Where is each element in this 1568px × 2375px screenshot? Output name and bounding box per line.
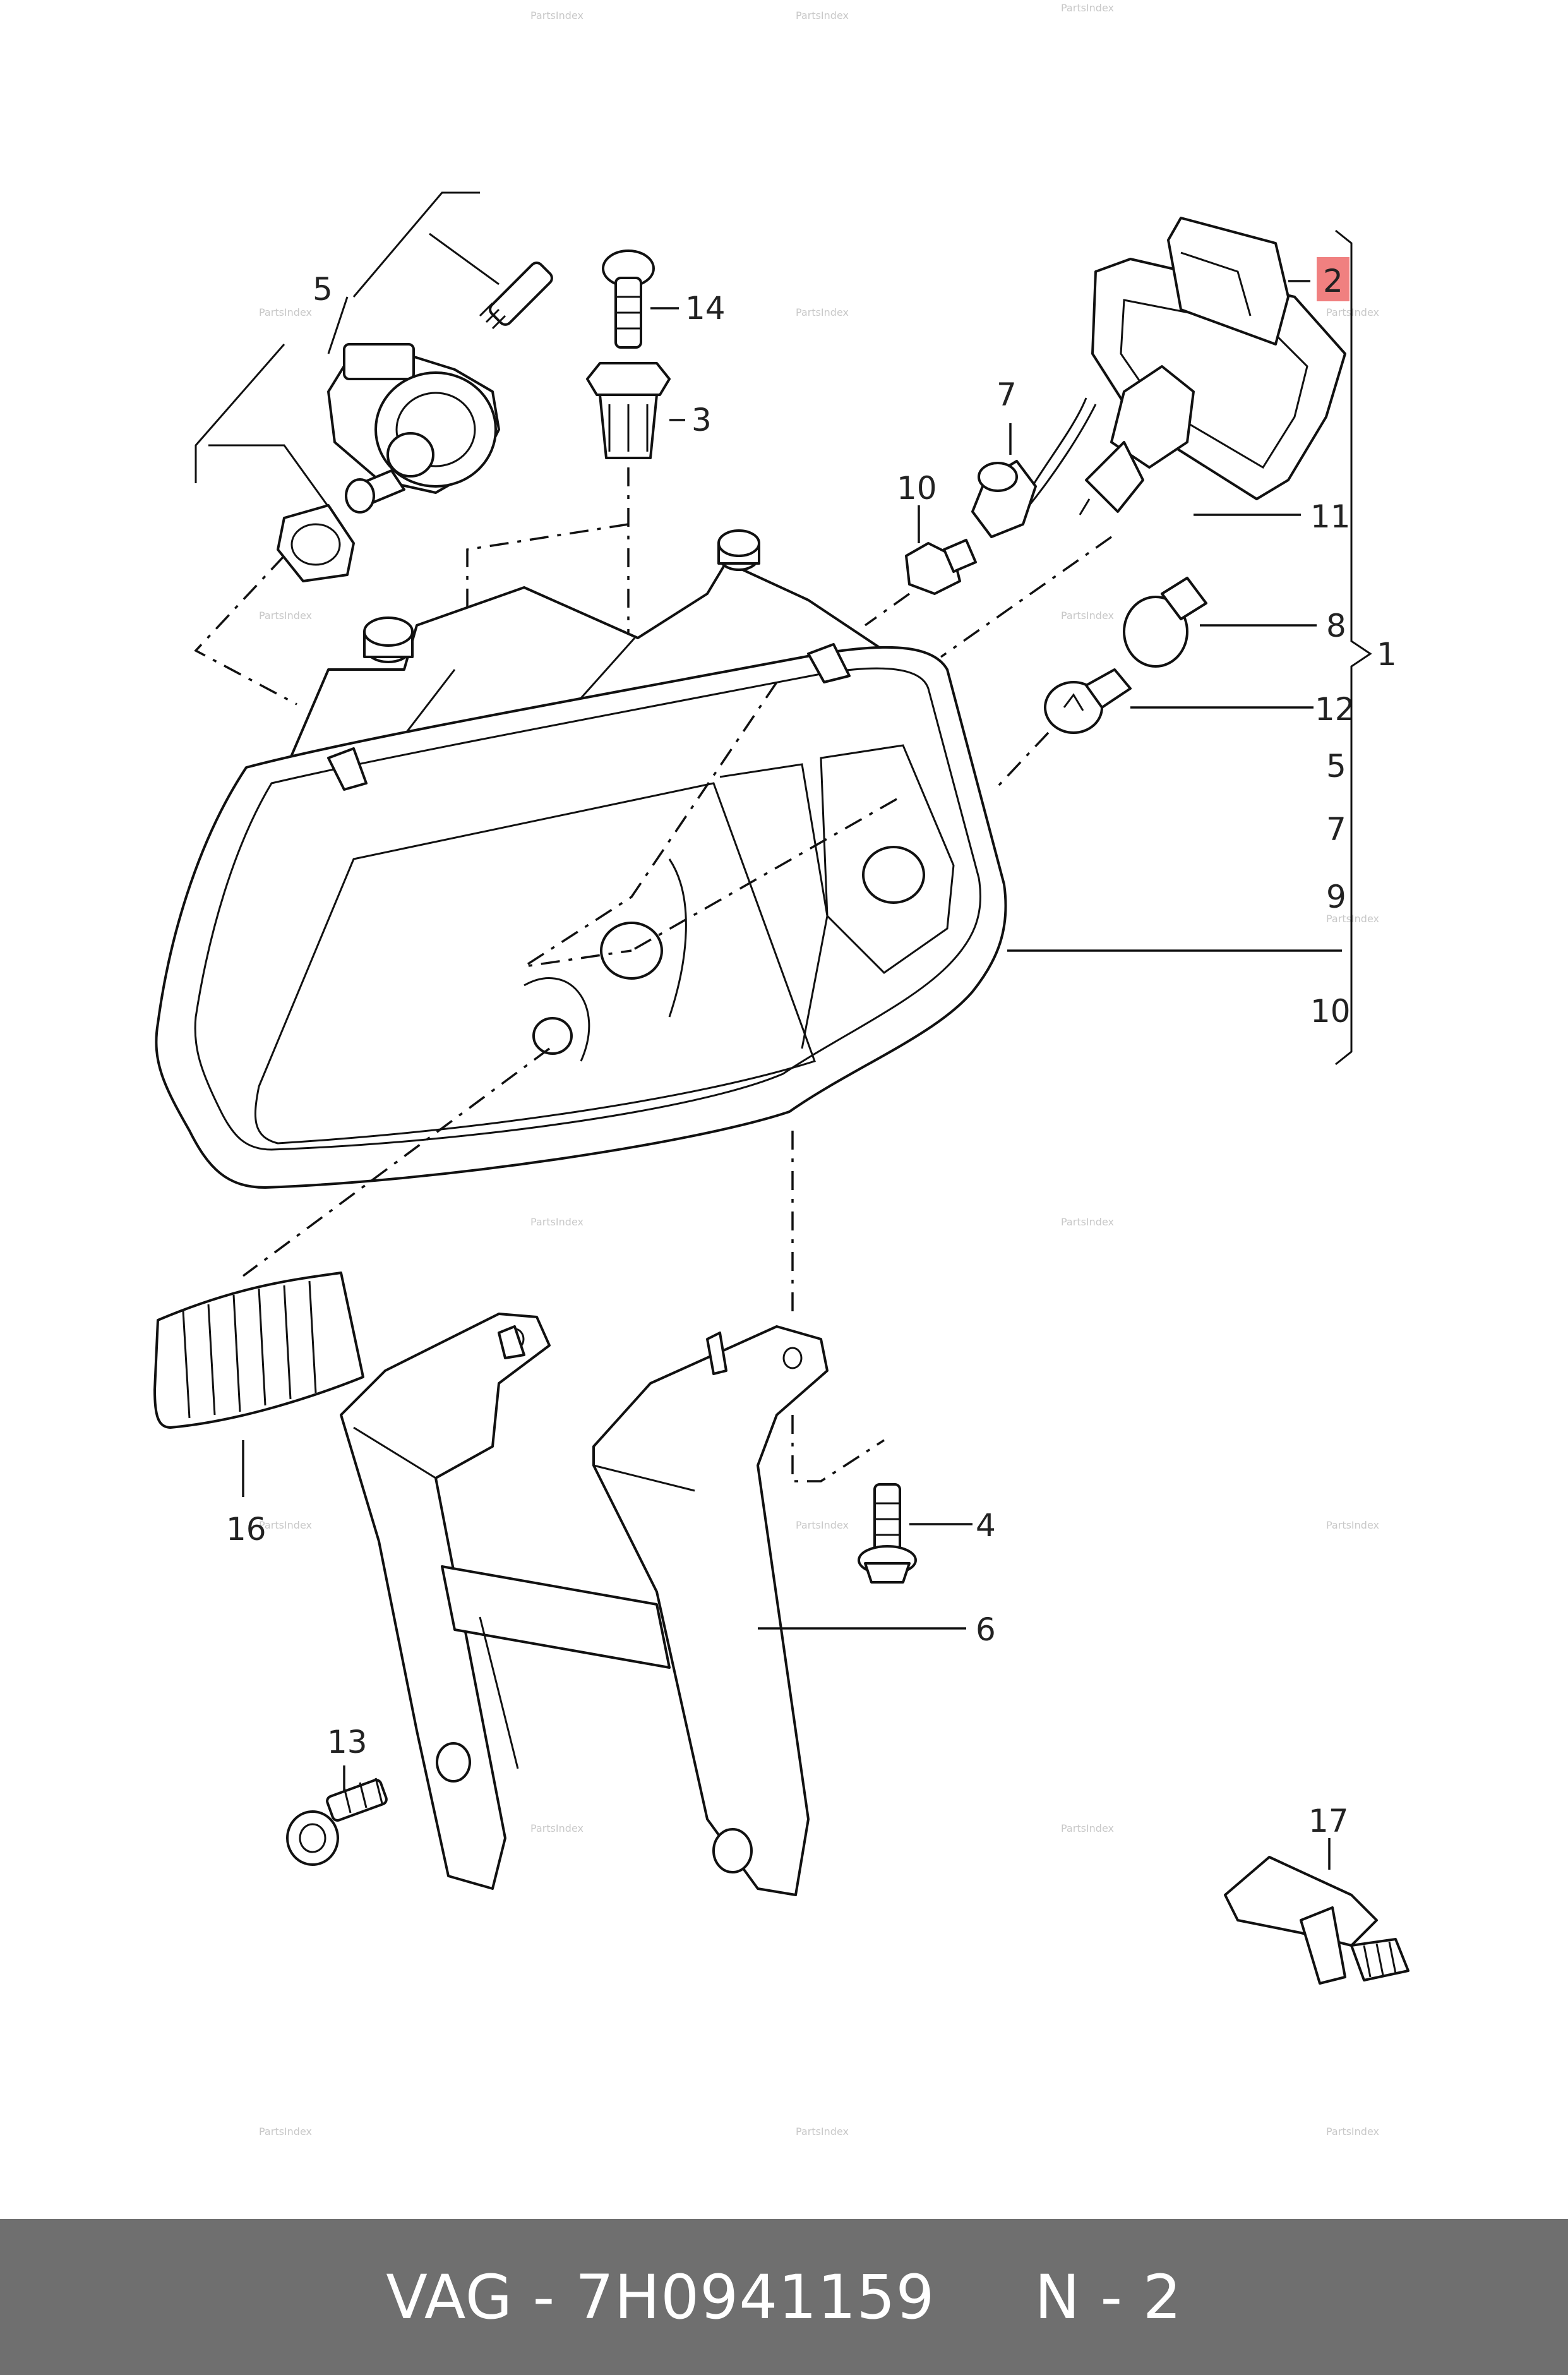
watermark: PartsIndex [1326, 306, 1379, 318]
callout-6: 6 [976, 1611, 996, 1648]
part-12-indicator-bulb: 12 [1044, 668, 1355, 734]
watermark: PartsIndex [1326, 2125, 1379, 2138]
part-3-clip-nut: 3 [586, 362, 712, 459]
callout-16: 16 [226, 1511, 266, 1548]
callout-11: 11 [1310, 498, 1351, 535]
part-number-label: VAG - 7H0941159 [386, 2261, 935, 2333]
part-number-footer: VAG - 7H0941159 N - 2 [0, 2219, 1568, 2375]
footer-gap [935, 2262, 1035, 2333]
assembly-dashline [996, 731, 1050, 788]
headlight-housing [155, 529, 1007, 1189]
part-14-screw: 14 [602, 250, 726, 349]
watermark: PartsIndex [1326, 1519, 1379, 1531]
exploded-parts-diagram: PartsIndex PartsIndex PartsIndex PartsIn… [153, 2, 1409, 2138]
callout-5: 5 [313, 271, 333, 308]
watermark: PartsIndex [1061, 2, 1114, 14]
callout-13: 13 [327, 1724, 368, 1760]
watermark: PartsIndex [1326, 913, 1379, 925]
page-number-label: N - 2 [1034, 2261, 1182, 2333]
watermark: PartsIndex [530, 1822, 584, 1834]
part-11-main-bulb: 11 [1079, 365, 1351, 535]
assembly-dashline [940, 536, 1113, 658]
part-4-bolt: 4 [858, 1483, 996, 1584]
watermark: PartsIndex [259, 2125, 312, 2138]
callout-9-list: 9 [1326, 879, 1346, 915]
callout-5-list: 5 [1326, 748, 1346, 785]
callout-10: 10 [897, 470, 937, 507]
watermark: PartsIndex [1061, 1822, 1114, 1834]
watermark: PartsIndex [796, 9, 849, 21]
callout-4: 4 [976, 1507, 996, 1544]
part-13-bolt: 13 [286, 1724, 388, 1866]
watermark: PartsIndex [1061, 1216, 1114, 1228]
callout-7-list: 7 [1326, 811, 1346, 848]
watermark: PartsIndex [796, 2125, 849, 2138]
watermark: PartsIndex [259, 1519, 312, 1531]
assembly-dashline [791, 1415, 885, 1482]
watermark: PartsIndex [796, 306, 849, 318]
assembly-1-brace: 2 1 5 7 9 10 [1007, 229, 1397, 1066]
group-bracket-line [352, 191, 480, 298]
group-bracket-line [195, 344, 285, 483]
assembly-dashline [631, 798, 897, 952]
highlight-box-2 [1317, 257, 1350, 301]
group-bracket-line [208, 444, 342, 525]
callout-7: 7 [996, 376, 1017, 413]
headlight-range-motor [327, 343, 500, 514]
seal-ring [277, 504, 355, 582]
adjuster-screw [479, 262, 553, 330]
callout-2: 2 [1323, 263, 1343, 299]
callout-1: 1 [1377, 636, 1397, 673]
watermark: PartsIndex [530, 9, 584, 21]
assembly-dashline [242, 1047, 551, 1277]
part-16-lens-cover: 16 [153, 1272, 364, 1548]
part-2-headlight-cover [1091, 217, 1346, 500]
watermark: PartsIndex [796, 1519, 849, 1531]
part-8-bulb-holder: 8 [1123, 577, 1346, 668]
assembly-dashline [194, 555, 297, 706]
part-7-bulb-socket: 7 [971, 376, 1097, 538]
watermark: PartsIndex [259, 306, 312, 318]
assembly-dashline [524, 682, 778, 968]
part-5-adjuster-group: 5 [195, 191, 553, 582]
callout-10-list: 10 [1310, 993, 1351, 1030]
callout-12: 12 [1315, 691, 1355, 728]
callout-3: 3 [691, 402, 712, 438]
callout-17: 17 [1308, 1803, 1349, 1839]
watermark: PartsIndex [1061, 610, 1114, 622]
leader-line [429, 232, 500, 286]
part-10-small-bulb: 10 [897, 470, 977, 595]
assembly-dashline [864, 592, 911, 627]
watermark: PartsIndex [259, 610, 312, 622]
leader-line [327, 296, 349, 354]
callout-14: 14 [685, 290, 726, 327]
part-17-connector: 17 [1224, 1803, 1409, 1985]
part-6-mounting-bracket: 6 [340, 1313, 996, 1896]
watermark: PartsIndex [530, 1216, 584, 1228]
callout-8: 8 [1326, 608, 1346, 644]
